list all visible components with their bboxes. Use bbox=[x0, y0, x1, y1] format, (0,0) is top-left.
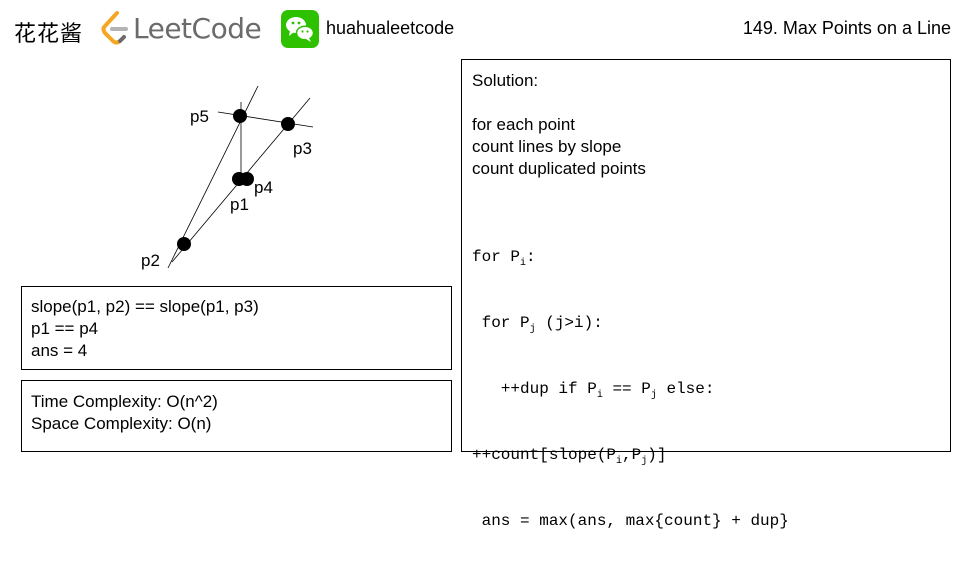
wechat-icon bbox=[281, 10, 319, 48]
brand-chinese-name: 花花酱 bbox=[14, 22, 84, 47]
label-p4: p4 bbox=[254, 178, 273, 197]
note-line: p1 == p4 bbox=[31, 319, 99, 338]
note-line: ans = 4 bbox=[31, 341, 88, 360]
point-p2 bbox=[177, 237, 191, 251]
label-p1: p1 bbox=[230, 195, 249, 214]
points-diagram: p5 p3 p4 p1 p2 bbox=[141, 85, 314, 270]
example-notes-box: slope(p1, p2) == slope(p1, p3) p1 == p4 … bbox=[21, 286, 452, 370]
code-line: for Pi: bbox=[472, 248, 536, 269]
complexity-box: Time Complexity: O(n^2) Space Complexity… bbox=[21, 380, 452, 452]
code-line: ++dup if Pi == Pj else: bbox=[472, 380, 715, 401]
code-line: ans = max(ans, max{count} + dup} bbox=[472, 512, 789, 530]
point-p4 bbox=[240, 172, 254, 186]
leetcode-logo-text: LeetCode bbox=[133, 12, 262, 45]
solution-step: count duplicated points bbox=[472, 159, 646, 178]
code-line: for Pj (j>i): bbox=[472, 314, 603, 335]
solution-step: for each point bbox=[472, 115, 576, 134]
label-p2: p2 bbox=[141, 251, 160, 270]
page-title: 149. Max Points on a Line bbox=[742, 18, 951, 38]
line-p5-p3 bbox=[217, 111, 314, 128]
label-p3: p3 bbox=[293, 139, 312, 158]
space-complexity: Space Complexity: O(n) bbox=[31, 414, 212, 433]
label-p5: p5 bbox=[190, 107, 209, 126]
pseudocode-block: for Pi: for Pj (j>i): ++dup if Pi == Pj … bbox=[472, 202, 940, 576]
solution-box: Solution: for each point count lines by … bbox=[461, 59, 951, 530]
code-line: ++count[slope(Pi,Pj)] bbox=[472, 446, 667, 467]
point-p3 bbox=[281, 117, 295, 131]
leetcode-logo-icon bbox=[101, 11, 128, 45]
solution-step: count lines by slope bbox=[472, 137, 622, 156]
time-complexity: Time Complexity: O(n^2) bbox=[31, 392, 218, 411]
solution-title: Solution: bbox=[472, 71, 539, 90]
header: 花花酱 LeetCode huahualeetcode 149. Max Poi… bbox=[0, 0, 960, 58]
point-p5 bbox=[233, 109, 247, 123]
note-line: slope(p1, p2) == slope(p1, p3) bbox=[31, 297, 259, 316]
wechat-handle: huahualeetcode bbox=[326, 18, 455, 38]
